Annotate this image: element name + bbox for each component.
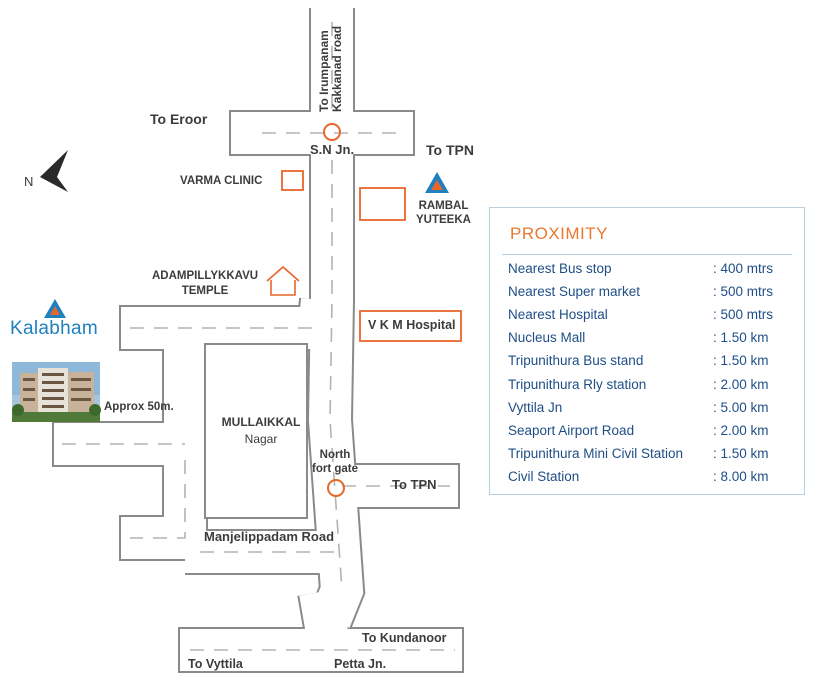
proximity-distance: : 500 mtrs: [713, 284, 774, 300]
proximity-row: Tripunithura Rly station : 2.00 km: [508, 377, 798, 397]
proximity-distance: : 500 mtrs: [713, 307, 774, 323]
proximity-distance: : 1.50 km: [713, 353, 769, 369]
landmark-temple: ADAMPILLYKKAVU TEMPLE: [152, 270, 259, 297]
proximity-place: Nucleus Mall: [508, 330, 586, 346]
proximity-distance: : 2.00 km: [713, 422, 769, 438]
junction-label-sn: S.N Jn.: [310, 142, 355, 157]
landmark-north-fort-gate: North fort gate: [312, 449, 358, 475]
proximity-row: Tripunithura Mini Civil Station : 1.50 km: [508, 446, 798, 466]
compass-label: N: [24, 174, 34, 189]
sn-junction-circle: [323, 123, 341, 141]
road-label-manjelippadam: Manjelippadam Road: [204, 529, 335, 544]
proximity-distance: : 1.50 km: [713, 445, 769, 461]
mullaikkal-block: [204, 343, 308, 519]
proximity-distance: : 1.50 km: [713, 330, 769, 346]
proximity-place: Tripunithura Rly station: [508, 376, 647, 392]
proximity-title: PROXIMITY: [510, 224, 609, 243]
proximity-place: Nearest Hospital: [508, 307, 608, 323]
landmark-vkm-hospital: V K M Hospital: [368, 318, 456, 332]
proximity-distance: : 2.00 km: [713, 376, 769, 392]
road-label-to-vyttila: To Vyttila: [188, 657, 243, 671]
kalabham-logo-text: Kalabham: [10, 318, 98, 339]
proximity-place: Tripunithura Bus stand: [508, 353, 644, 369]
landmark-rambal: RAMBAL YUTEEKA: [416, 200, 471, 226]
rambal-logo-icon: [425, 172, 449, 193]
proximity-distance: : 400 mtrs: [713, 261, 774, 276]
proximity-row: Civil Station : 8.00 km: [508, 469, 798, 489]
temple-icon: [266, 265, 300, 296]
proximity-place: Seaport Airport Road: [508, 422, 635, 438]
proximity-place: Vyttila Jn: [508, 399, 563, 415]
proximity-row: Seaport Airport Road : 2.00 km: [508, 423, 798, 443]
road-label-to-tpn-top: To TPN: [426, 142, 474, 158]
road-label-to-eroor: To Eroor: [150, 111, 208, 127]
landmark-varma-clinic: VARMA CLINIC: [180, 175, 263, 187]
varma-clinic-marker: [281, 170, 304, 191]
proximity-place: Civil Station: [508, 468, 580, 484]
kalabham-logo-icon: [44, 299, 66, 318]
approx-distance-label: Approx 50m.: [104, 401, 174, 413]
kalabham-building-image: [12, 362, 101, 422]
road-label-to-kundanoor: To Kundanoor: [362, 631, 447, 645]
proximity-row: Nucleus Mall : 1.50 km: [508, 330, 798, 350]
proximity-row: Vyttila Jn : 5.00 km: [508, 400, 798, 420]
area-label-mullaikkal: MULLAIKKAL Nagar: [221, 415, 301, 446]
vkm-hospital-box: [359, 310, 462, 342]
north-arrow-icon: [40, 150, 68, 192]
proximity-distance: : 5.00 km: [713, 399, 769, 415]
proximity-row: Nearest Hospital : 500 mtrs: [508, 307, 798, 327]
proximity-place: Nearest Super market: [508, 284, 641, 300]
proximity-place: Nearest Bus stop: [508, 261, 612, 276]
north-fort-gate-circle: [327, 479, 345, 497]
proximity-row: Nearest Bus stop : 400 mtrs: [508, 261, 798, 281]
proximity-place: Tripunithura Mini Civil Station: [508, 445, 684, 461]
proximity-distance: : 8.00 km: [713, 468, 769, 484]
road-label-to-tpn-mid: To TPN: [392, 477, 437, 492]
road-network: [52, 6, 464, 673]
junction-label-petta: Petta Jn.: [334, 657, 387, 671]
proximity-row: Tripunithura Bus stand : 1.50 km: [508, 353, 798, 373]
rambal-building-marker: [359, 187, 406, 221]
proximity-row: Nearest Super market : 500 mtrs: [508, 284, 798, 304]
proximity-divider: [502, 254, 792, 255]
